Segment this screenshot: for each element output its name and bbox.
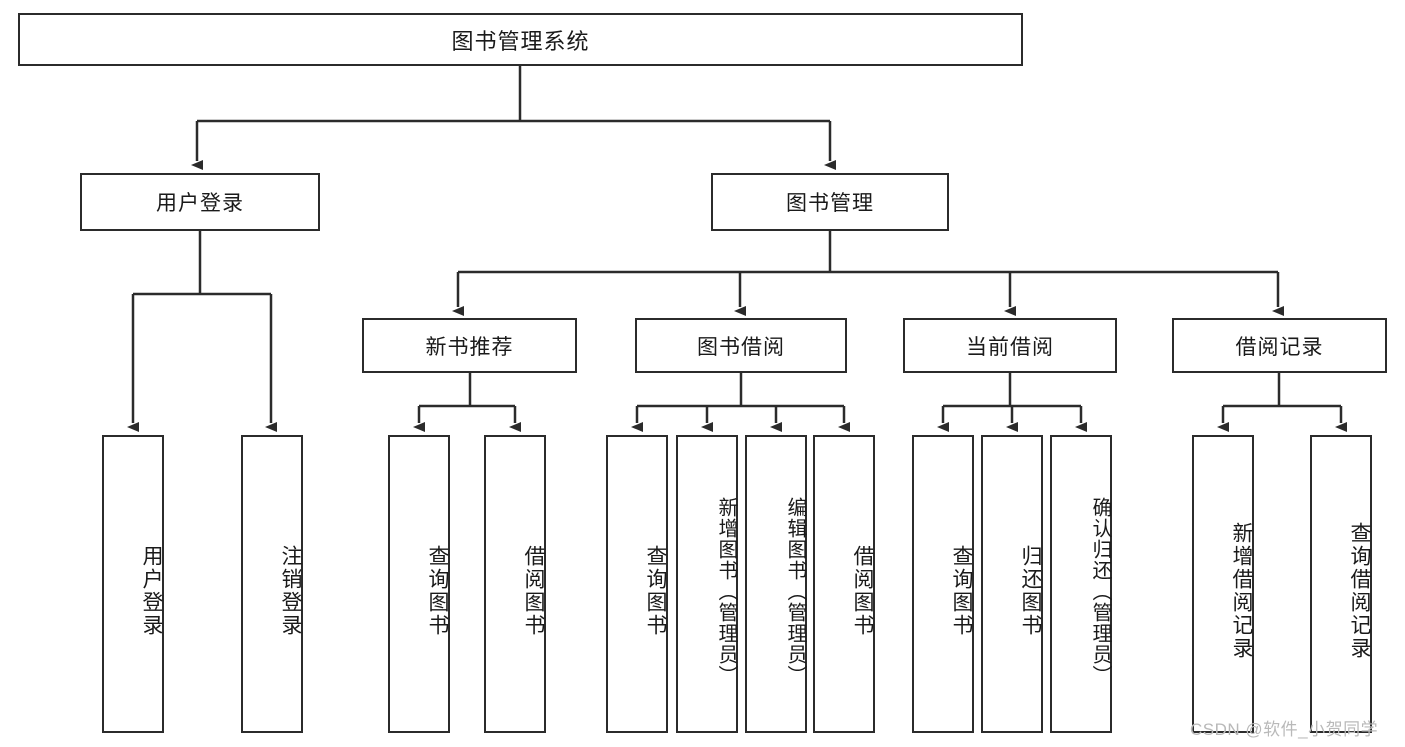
leaf-borrow-book-recommend[interactable]: 借阅图书 xyxy=(484,435,546,733)
leaf-query-borrow-record[interactable]: 查询借阅记录 xyxy=(1310,435,1372,733)
node-current-borrow[interactable]: 当前借阅 xyxy=(903,318,1117,373)
leaf-user-login[interactable]: 用户登录 xyxy=(102,435,164,733)
node-book-manage[interactable]: 图书管理 xyxy=(711,173,949,231)
leaf-query-book-recommend[interactable]: 查询图书 xyxy=(388,435,450,733)
leaf-confirm-return-admin[interactable]: 确认归还（管理员） xyxy=(1050,435,1112,733)
node-borrow-record[interactable]: 借阅记录 xyxy=(1172,318,1387,373)
node-root-system[interactable]: 图书管理系统 xyxy=(18,13,1023,66)
node-new-book-recommend[interactable]: 新书推荐 xyxy=(362,318,577,373)
leaf-edit-book-admin[interactable]: 编辑图书（管理员） xyxy=(745,435,807,733)
node-user-login[interactable]: 用户登录 xyxy=(80,173,320,231)
leaf-user-logout[interactable]: 注销登录 xyxy=(241,435,303,733)
leaf-return-book[interactable]: 归还图书 xyxy=(981,435,1043,733)
leaf-add-borrow-record[interactable]: 新增借阅记录 xyxy=(1192,435,1254,733)
csdn-watermark: CSDN @软件_小贺同学 xyxy=(1190,720,1379,739)
leaf-borrow-book[interactable]: 借阅图书 xyxy=(813,435,875,733)
leaf-query-book-current[interactable]: 查询图书 xyxy=(912,435,974,733)
node-book-borrow[interactable]: 图书借阅 xyxy=(635,318,847,373)
leaf-query-book-borrow[interactable]: 查询图书 xyxy=(606,435,668,733)
leaf-add-book-admin[interactable]: 新增图书（管理员） xyxy=(676,435,738,733)
